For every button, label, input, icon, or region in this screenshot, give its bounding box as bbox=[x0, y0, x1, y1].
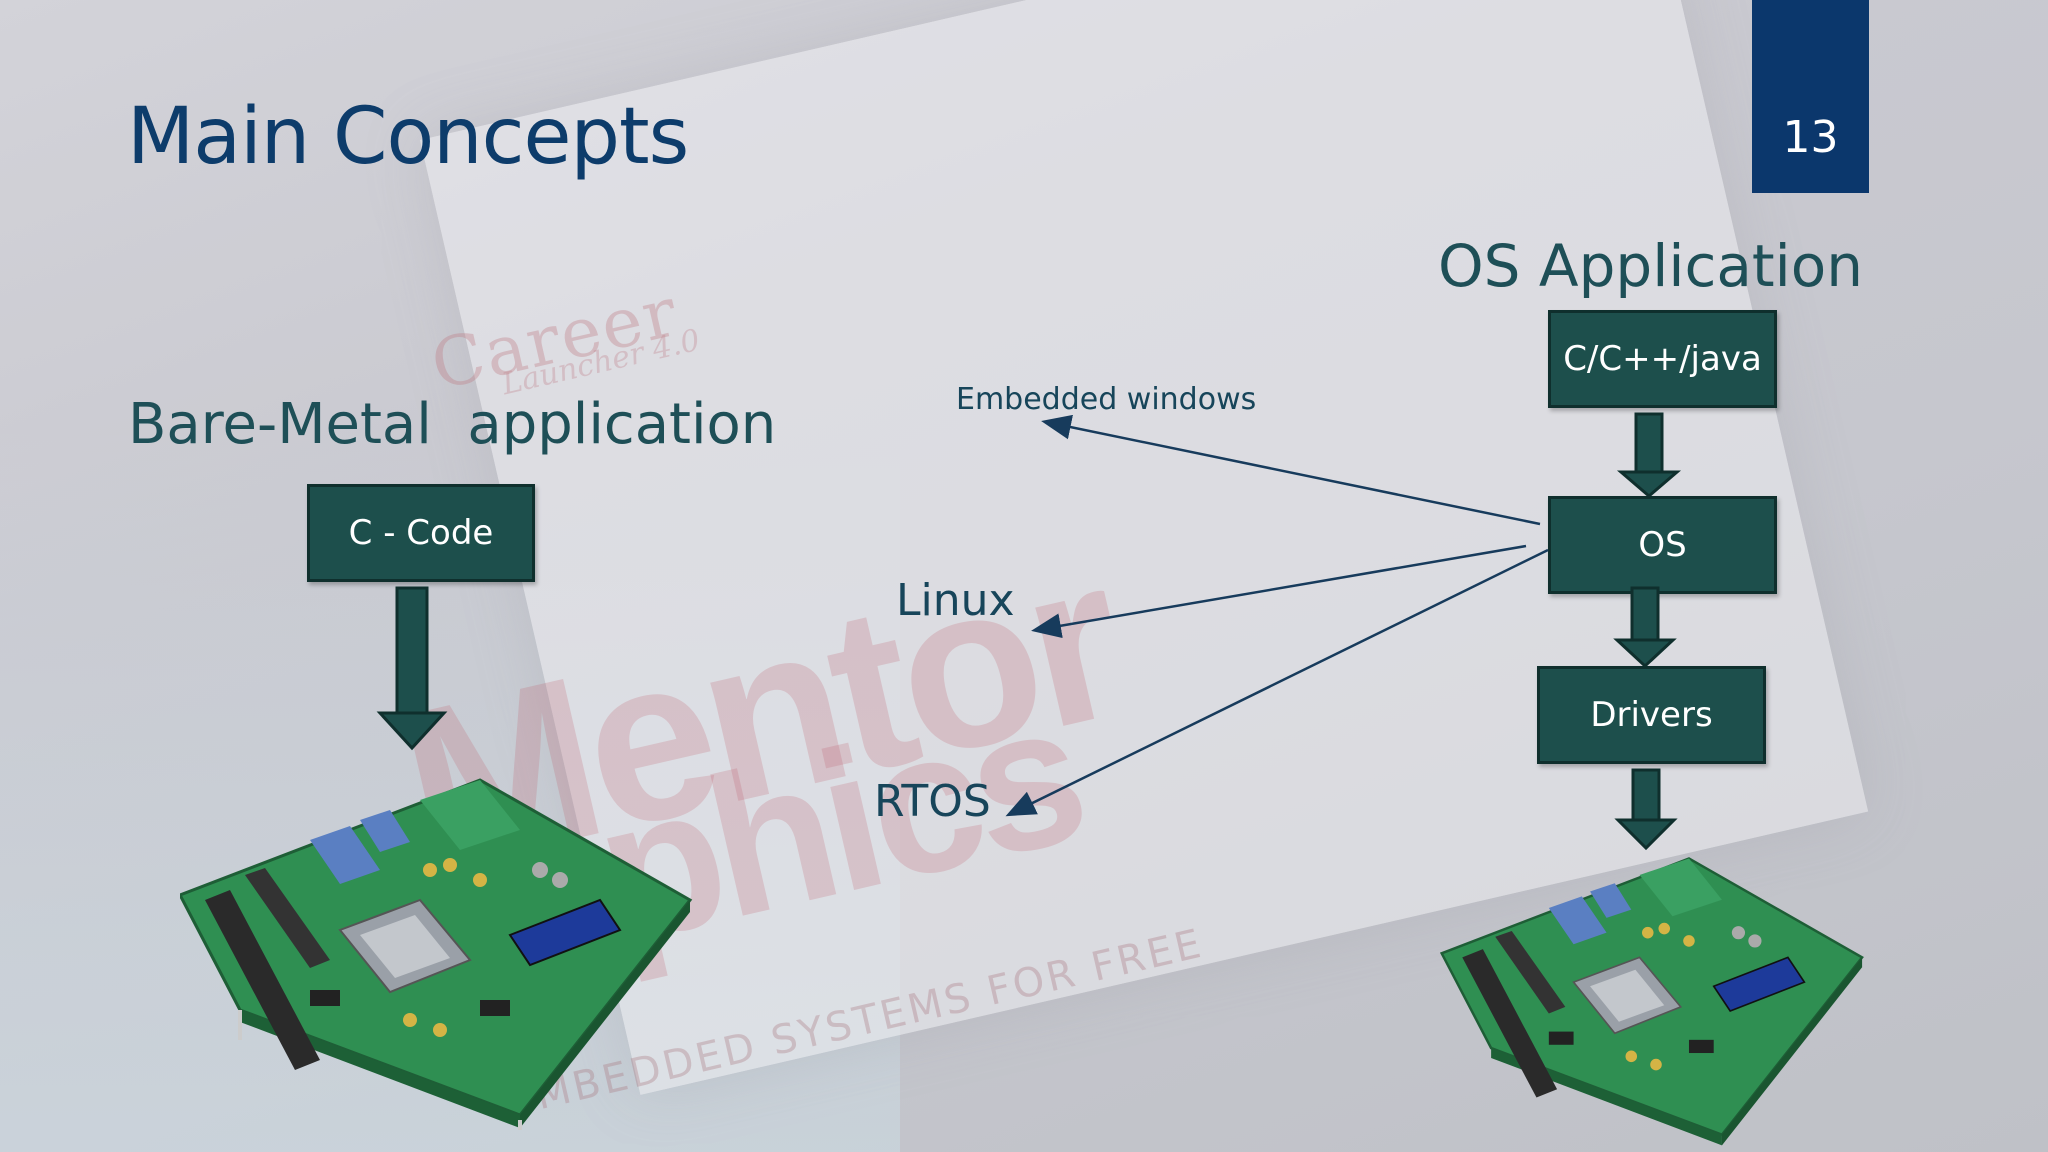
drivers-box: Drivers bbox=[1537, 666, 1766, 764]
c-cpp-java-box: C/C++/java bbox=[1548, 310, 1777, 408]
os-application-heading: OS Application bbox=[1438, 232, 1863, 300]
drivers-to-board-arrow bbox=[1614, 768, 1678, 851]
arrow-os-to-linux bbox=[1031, 544, 1527, 639]
linux-label: Linux bbox=[896, 575, 1015, 626]
c-code-box: C - Code bbox=[307, 484, 535, 582]
arrow-os-to-embedded-windows bbox=[1041, 414, 1541, 526]
os-to-drivers-arrow bbox=[1613, 586, 1677, 669]
page-number-badge: 13 bbox=[1752, 0, 1869, 193]
arrow-os-to-rtos bbox=[1005, 548, 1549, 817]
page-number: 13 bbox=[1782, 112, 1839, 163]
embedded-windows-label: Embedded windows bbox=[956, 382, 1257, 417]
c-to-os-arrow bbox=[1616, 412, 1682, 498]
bare-metal-heading: Bare-Metal application bbox=[128, 392, 777, 457]
bare-metal-down-arrow bbox=[376, 586, 448, 751]
fpga-board-image-right bbox=[1439, 857, 1864, 1146]
rtos-label: RTOS bbox=[874, 776, 991, 827]
slide-title: Main Concepts bbox=[127, 92, 689, 182]
fpga-board-image-left bbox=[180, 778, 693, 1130]
os-box: OS bbox=[1548, 496, 1777, 594]
